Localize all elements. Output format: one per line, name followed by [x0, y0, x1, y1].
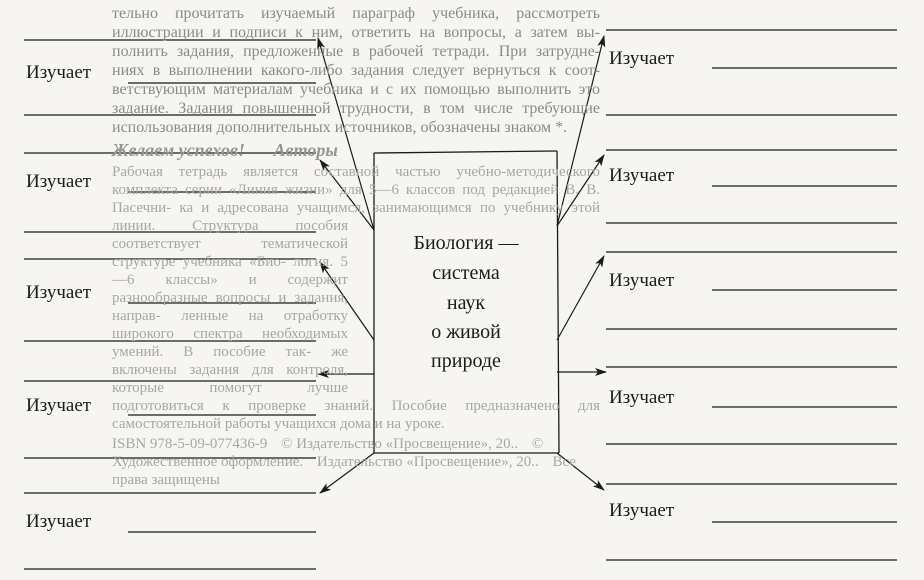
center-text: наук: [446, 292, 486, 314]
center-box: [373, 150, 560, 454]
bg-line: тельно прочитать изучаемый параграф учеб…: [112, 5, 600, 22]
bg-signature: Желаем успехов! Авторы: [112, 139, 600, 161]
bg-annotation-line: Структура пособия соответствует тематиче…: [112, 218, 348, 270]
label-studies: Изучает: [26, 511, 92, 532]
bg-annotation-line: Пособие предназначено для самостоятельно…: [112, 398, 601, 432]
bg-annotation-line: ка и адресована учащимся, занимающимся п…: [112, 200, 600, 234]
bg-copyright: Все права защищены: [112, 454, 576, 488]
label-studies: Изучает: [26, 171, 92, 192]
center-text: система: [432, 262, 500, 284]
label-studies: Изучает: [26, 62, 92, 83]
label-studies: Изучает: [609, 165, 675, 186]
bg-annotation-line: ленные на отработку широкого спектра нео…: [112, 308, 348, 360]
show-through-text: тельно прочитать изучаемый параграф учеб…: [112, 4, 600, 580]
bg-wish: Желаем успехов!: [112, 140, 246, 160]
bg-annotation-line: к проверке знаний.: [222, 398, 373, 414]
label-studies: Изучает: [26, 282, 92, 303]
bg-annotation-line: на уроке.: [386, 416, 445, 432]
bg-annotation-line: же включены задания для контроля, которы…: [112, 344, 349, 414]
label-studies: Изучает: [26, 395, 92, 416]
bg-copyright: © Издательство «Просвещение», 20..: [281, 436, 519, 452]
bg-authors: Авторы: [273, 140, 338, 160]
bg-line: задание. Задания повышенной трудности, в…: [112, 100, 600, 117]
label-studies: Изучает: [609, 500, 675, 521]
bg-copyright: © Художественное оформление.: [112, 436, 544, 470]
center-text: о живой: [431, 321, 501, 343]
center-text: природе: [431, 350, 501, 372]
bg-isbn: ISBN 978-5-09-077436-9: [112, 436, 268, 452]
bg-line: полнить задания, предложенные в рабочей …: [112, 43, 600, 60]
bg-paragraph: тельно прочитать изучаемый параграф учеб…: [112, 4, 600, 137]
label-studies: Изучает: [609, 387, 675, 408]
bg-line: использования дополнительных источников,…: [112, 119, 568, 136]
bg-line: ветствующим материалам учебника и с их п…: [112, 81, 600, 98]
bg-annotation-line: логия. 5—6 классы» и содержит разнообраз…: [112, 254, 348, 324]
bg-line: ниях в выполнении какого-либо задания сл…: [112, 62, 600, 79]
bg-imprint: ISBN 978-5-09-077436-9 © Издательство «П…: [112, 435, 600, 489]
bg-annotation-line: комплекта серии «Линия жизни» для 5—6 кл…: [112, 182, 600, 216]
bg-line: иллюстрации и подписи к ним, ответить на…: [112, 24, 600, 41]
bg-annotation-line: Рабочая тетрадь является составной часть…: [112, 164, 600, 180]
arrows: [317, 35, 607, 494]
answer-lines: [24, 29, 897, 570]
label-studies: Изучает: [609, 48, 675, 69]
bg-annotation: Рабочая тетрадь является составной часть…: [112, 163, 600, 433]
center-text: Биология —: [413, 232, 519, 254]
bg-copyright: Издательство «Просвещение», 20..: [316, 454, 539, 470]
label-studies: Изучает: [609, 270, 675, 291]
